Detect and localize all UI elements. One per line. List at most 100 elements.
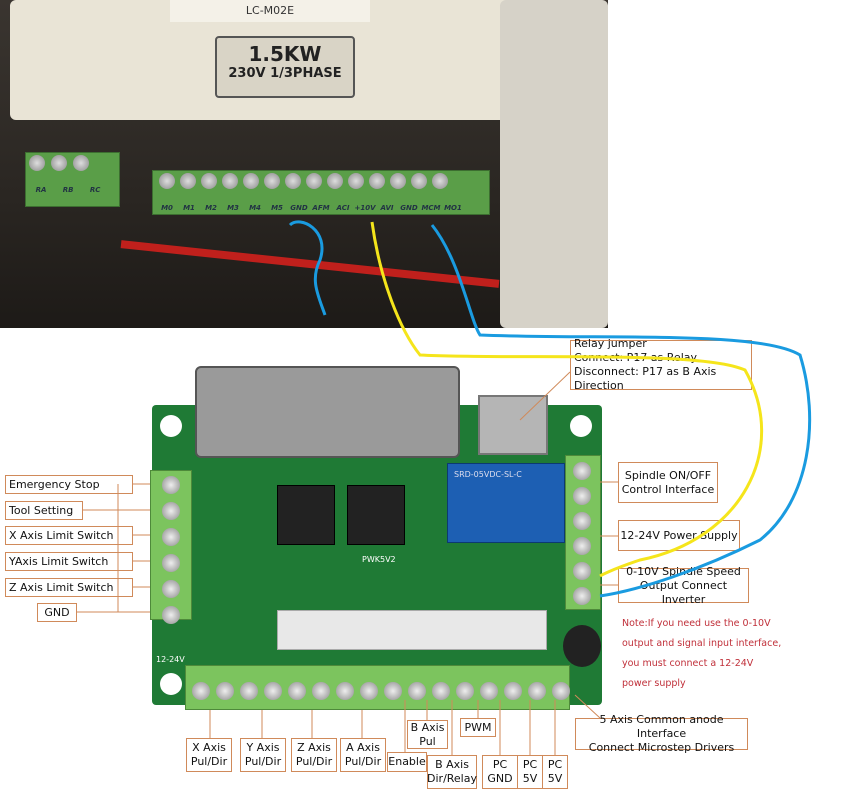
terminal-screw	[216, 682, 234, 700]
terminal-screw	[456, 682, 474, 700]
terminal-label: RC	[89, 186, 101, 194]
relay-jumper-connect: Connect: P17 as Relay	[574, 351, 698, 364]
inverter-model: LC-M02E	[170, 0, 370, 22]
label-line: Dir/Relay	[427, 772, 477, 785]
terminal-screw	[336, 682, 354, 700]
mount-hole	[570, 415, 592, 437]
label-tool-setting: Tool Setting	[5, 501, 83, 520]
terminal-screw	[573, 487, 591, 505]
relay-text: SRD-05VDC-SL-C	[454, 470, 522, 479]
screw	[201, 173, 217, 189]
label-line: 5V	[547, 772, 563, 785]
terminal-label: M3	[227, 204, 239, 212]
terminal-label: RA	[35, 186, 47, 194]
terminal-label: RB	[62, 186, 74, 194]
label-line: 0-10V Spindle Speed	[626, 564, 741, 578]
terminal-screw	[312, 682, 330, 700]
label-line: A Axis	[346, 741, 380, 754]
inverter-rating-plate: 1.5KW 230V 1/3PHASE	[215, 36, 355, 98]
label-line: 5 Axis Common anode Interface	[599, 713, 724, 740]
screw	[369, 173, 385, 189]
terminal-screw	[432, 682, 450, 700]
terminal-label: AVI	[380, 204, 394, 212]
terminal-label: GND	[290, 204, 308, 212]
terminal-screw	[240, 682, 258, 700]
terminal-screw	[162, 554, 180, 572]
chip	[347, 485, 405, 545]
relay-terminal-block: RA RB RC	[25, 152, 120, 207]
label-spindle-onoff: Spindle ON/OFF Control Interface	[618, 462, 718, 503]
terminal-screw	[384, 682, 402, 700]
terminal-label: GND	[400, 204, 418, 212]
terminal-label: M1	[183, 204, 195, 212]
label-line: X Axis	[192, 741, 226, 754]
label-line: Output Connect Inverter	[639, 578, 728, 606]
label-emergency-stop: Emergency Stop	[5, 475, 133, 494]
terminal-screw	[264, 682, 282, 700]
label-line: Control Interface	[621, 482, 715, 496]
board-voltage-label: 12-24V	[156, 655, 185, 664]
label-pwm: PWM	[460, 718, 496, 737]
terminal-screw	[288, 682, 306, 700]
terminal-screw	[162, 528, 180, 546]
inverter-power: 1.5KW	[248, 42, 322, 66]
inverter-voltage: 230V 1/3PHASE	[228, 66, 342, 81]
terminal-label: M4	[249, 204, 261, 212]
terminal-screw	[573, 562, 591, 580]
relay: SRD-05VDC-SL-C	[447, 463, 565, 543]
terminal-screw	[573, 462, 591, 480]
label-line: Pul	[419, 734, 436, 748]
label-line: PC	[492, 758, 508, 771]
terminal-screw	[480, 682, 498, 700]
screw	[180, 173, 196, 189]
label-gnd: GND	[37, 603, 77, 622]
terminal-screw	[162, 502, 180, 520]
red-wire	[120, 240, 500, 288]
terminal-screw	[573, 512, 591, 530]
header-connectors	[277, 610, 547, 650]
label-line: Pul/Dir	[295, 755, 333, 768]
label-z-limit: Z Axis Limit Switch	[5, 578, 133, 597]
label-line: Y Axis	[246, 741, 280, 754]
terminal-screw	[528, 682, 546, 700]
mount-hole	[160, 673, 182, 695]
label-line: Pul/Dir	[190, 755, 228, 768]
screw	[432, 173, 448, 189]
terminal-label: M5	[271, 204, 283, 212]
terminal-screw	[504, 682, 522, 700]
label-relay-jumper: Relay jumper Connect: P17 as Relay Disco…	[570, 337, 752, 392]
terminal-label: M2	[205, 204, 217, 212]
screw	[348, 173, 364, 189]
screw	[159, 173, 175, 189]
screw	[390, 173, 406, 189]
label-power-supply: 12-24V Power Supply	[618, 520, 740, 551]
label-spindle-speed: 0-10V Spindle Speed Output Connect Inver…	[618, 564, 749, 606]
terminal-screw	[552, 682, 570, 700]
terminal-label: +10V	[354, 204, 376, 212]
label-enable: Enable	[387, 752, 427, 772]
terminal-screw	[360, 682, 378, 700]
label-line: Connect Microstep Drivers	[588, 741, 735, 754]
terminal-screw	[162, 606, 180, 624]
terminal-screw	[162, 580, 180, 598]
power-note: Note:If you need use the 0-10V output an…	[622, 618, 782, 689]
label-line: Z Axis	[297, 741, 331, 754]
screw	[285, 173, 301, 189]
terminal-screw	[192, 682, 210, 700]
label-line: PC	[547, 758, 563, 771]
capacitor	[563, 625, 601, 667]
screw	[327, 173, 343, 189]
terminal-label: ACI	[336, 204, 350, 212]
label-line: 5V	[522, 772, 538, 785]
screw	[411, 173, 427, 189]
label-y-limit: YAxis Limit Switch	[5, 552, 133, 571]
